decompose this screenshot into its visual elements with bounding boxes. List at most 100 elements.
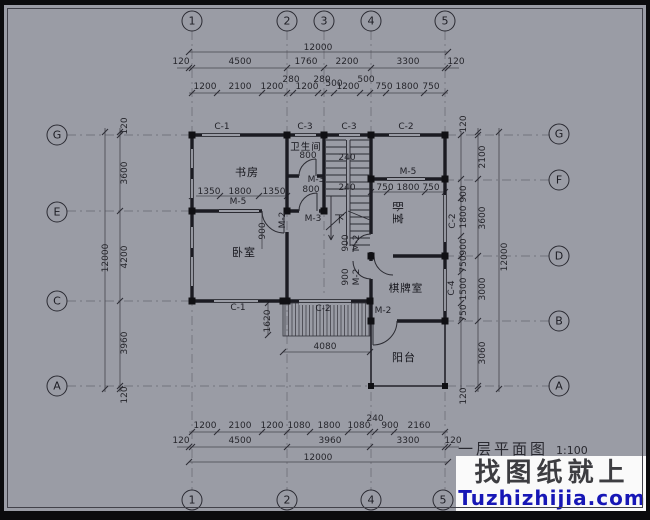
- dimension-label: 800: [302, 185, 320, 195]
- dimension-label: 2200: [335, 57, 359, 67]
- dimension-label: 500: [357, 75, 375, 85]
- axis-bubble-2: 2: [276, 10, 298, 32]
- dimension-label: 1760: [294, 57, 318, 67]
- axis-bubble-F: F: [548, 169, 570, 191]
- dimension-label: 900: [459, 238, 469, 256]
- dimension-label: 3300: [396, 436, 420, 446]
- dimension-label: 12000: [303, 453, 333, 463]
- dimension-label: 800: [299, 151, 317, 161]
- axis-bubble-E: E: [46, 201, 68, 223]
- opening-label: M-5: [229, 197, 247, 207]
- dimension-label: 1800: [396, 183, 420, 193]
- opening-label: C-3: [341, 122, 357, 132]
- dimension-label: 3960: [120, 331, 130, 355]
- dimension-label: 120: [120, 117, 130, 135]
- opening-label: C-2: [315, 304, 331, 314]
- room-label: 卧室: [391, 201, 404, 225]
- axis-bubble-1: 1: [181, 10, 203, 32]
- opening-label: C-1: [214, 122, 230, 132]
- dimension-label: 120: [172, 57, 190, 67]
- dimension-label: 280: [282, 75, 300, 85]
- dimension-label: 750: [422, 183, 440, 193]
- opening-label: M-5: [399, 167, 417, 177]
- opening-label: M-2: [352, 268, 362, 286]
- axis-bubble-4: 4: [360, 489, 382, 511]
- dimension-label: 120: [459, 115, 469, 133]
- opening-label: C-4: [447, 280, 457, 296]
- dimension-label: 2160: [407, 421, 431, 431]
- axis-bubble-3: 3: [313, 10, 335, 32]
- dimension-label: 1350: [262, 187, 286, 197]
- dimension-label: 120: [459, 387, 469, 405]
- plan-scale: 1:100: [556, 444, 588, 457]
- opening-label: M-2: [374, 306, 392, 316]
- balcony-railing: [370, 323, 446, 387]
- axis-bubble-G: G: [548, 123, 570, 145]
- dimension-label: 240: [366, 414, 384, 424]
- dimension-label: 2100: [228, 421, 252, 431]
- window-symbols: [190, 133, 447, 311]
- columns: [188, 131, 449, 389]
- opening-label: M-3: [307, 175, 325, 185]
- dimension-label: 4500: [228, 57, 252, 67]
- dimension-label: 1200: [336, 82, 360, 92]
- dimension-label: 2100: [228, 82, 252, 92]
- dimension-label: 900: [341, 268, 351, 286]
- opening-label: M-2: [278, 211, 288, 229]
- dimension-label: 3000: [478, 277, 488, 301]
- dimension-label: 1800: [317, 421, 341, 431]
- opening-label: C-2: [398, 122, 414, 132]
- dimension-label: 750: [422, 82, 440, 92]
- dimension-label: 900: [459, 185, 469, 203]
- dimension-label: 1200: [193, 82, 217, 92]
- axis-bubble-5: 5: [434, 10, 456, 32]
- dimension-label: 1200: [295, 82, 319, 92]
- room-label: 卧室: [232, 246, 256, 259]
- room-label: 阳台: [392, 351, 416, 364]
- dimension-label: 240: [338, 183, 356, 193]
- dimension-label: 750: [459, 255, 469, 273]
- dimension-label: 750: [375, 82, 393, 92]
- opening-label: M-3: [304, 214, 322, 224]
- dimension-label: 900: [341, 234, 351, 252]
- opening-label: C-2: [448, 213, 458, 229]
- dimension-label: 900: [258, 222, 268, 240]
- dimension-label: 3600: [478, 206, 488, 230]
- dimension-label: 12000: [303, 43, 333, 53]
- dimension-label: 2100: [478, 145, 488, 169]
- watermark: 找图纸就上 Tuzhizhijia.com: [456, 456, 648, 513]
- dimension-label: 1350: [197, 187, 221, 197]
- axis-bubble-2: 2: [276, 489, 298, 511]
- dimension-label: 120: [444, 436, 462, 446]
- axis-bubble-5: 5: [432, 489, 454, 511]
- watermark-site: Tuzhizhijia.com: [458, 485, 646, 510]
- dimension-label: 1800: [459, 205, 469, 229]
- dimension-label: 4500: [228, 436, 252, 446]
- dimension-label: 1500: [459, 277, 469, 301]
- opening-label: C-3: [297, 122, 313, 132]
- dimension-label: 750: [459, 304, 469, 322]
- dimension-label: 1080: [347, 421, 371, 431]
- dimension-label: 240: [338, 153, 356, 163]
- axis-bubble-A: A: [548, 375, 570, 397]
- dimension-label: 120: [172, 436, 190, 446]
- dimension-label: 1200: [260, 82, 284, 92]
- room-label: 书房: [235, 166, 259, 179]
- dimension-label: 3300: [396, 57, 420, 67]
- dimension-label: 3960: [318, 436, 342, 446]
- dimension-label: 4200: [120, 245, 130, 269]
- axis-bubble-4: 4: [360, 10, 382, 32]
- dimension-label: 1800: [395, 82, 419, 92]
- axis-bubble-1: 1: [181, 489, 203, 511]
- dimension-label: 120: [447, 57, 465, 67]
- dimension-label: 1080: [287, 421, 311, 431]
- opening-label: C-1: [230, 303, 246, 313]
- dimension-label: 3600: [120, 161, 130, 185]
- dimension-label: 1200: [260, 421, 284, 431]
- dimension-label: 900: [381, 421, 399, 431]
- dimension-label: 12000: [101, 243, 111, 273]
- room-label: 棋牌室: [388, 282, 424, 295]
- dimension-label: 4080: [313, 342, 337, 352]
- dimension-label: 1800: [228, 187, 252, 197]
